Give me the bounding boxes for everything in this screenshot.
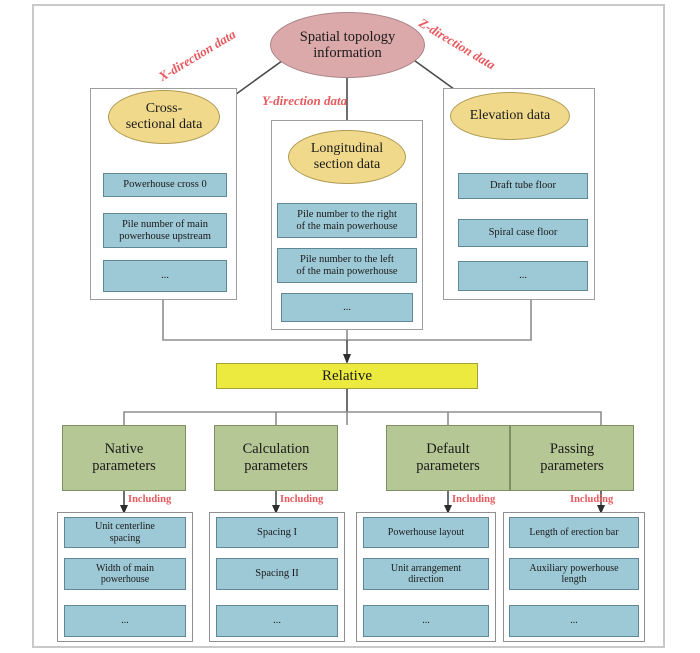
item-long-0[interactable]: Pile number to the right of the main pow… <box>277 203 417 238</box>
item-elev-0[interactable]: Draft tube floor <box>458 173 588 199</box>
root-node-label: Spatial topology information <box>299 28 396 61</box>
item-default-2[interactable]: ... <box>363 605 489 637</box>
edge-label-y-direction: Y-direction data <box>262 93 348 108</box>
item-passing-1[interactable]: Auxiliary powerhouse length <box>509 558 639 590</box>
item-label: ... <box>519 270 527 282</box>
item-passing-2[interactable]: ... <box>509 605 639 637</box>
node-longitudinal-label: Longitudinal section data <box>310 141 384 172</box>
item-label: ... <box>273 615 281 627</box>
item-label: Spacing I <box>257 526 297 538</box>
item-label: Spiral case floor <box>488 227 558 239</box>
item-calc-2[interactable]: ... <box>216 605 338 637</box>
item-default-0[interactable]: Powerhouse layout <box>363 517 489 548</box>
item-label: ... <box>161 270 169 282</box>
node-label: Default parameters <box>416 441 480 474</box>
item-label: Length of erection bar <box>529 526 619 538</box>
node-relative[interactable]: Relative <box>216 363 478 389</box>
item-label: Pile number of main powerhouse upstream <box>119 218 211 242</box>
item-elev-2[interactable]: ... <box>458 261 588 291</box>
item-cross-1[interactable]: Pile number of main powerhouse upstream <box>103 213 227 248</box>
node-default-parameters[interactable]: Default parameters <box>386 425 510 491</box>
item-elev-1[interactable]: Spiral case floor <box>458 219 588 247</box>
node-calculation-parameters[interactable]: Calculation parameters <box>214 425 338 491</box>
item-label: Width of main powerhouse <box>96 562 154 585</box>
item-default-1[interactable]: Unit arrangement direction <box>363 558 489 590</box>
item-native-0[interactable]: Unit centerline spacing <box>64 517 186 548</box>
item-label: Draft tube floor <box>490 180 556 192</box>
item-label: Powerhouse layout <box>387 526 465 538</box>
item-label: ... <box>570 615 578 627</box>
node-label: Native parameters <box>92 441 156 474</box>
item-long-1[interactable]: Pile number to the left of the main powe… <box>277 248 417 283</box>
item-long-2[interactable]: ... <box>281 293 413 322</box>
item-label: Unit centerline spacing <box>95 521 155 544</box>
node-cross-sectional-data[interactable]: Cross- sectional data <box>108 90 220 144</box>
edge-label-including-0: Including <box>128 494 172 505</box>
item-label: Unit arrangement direction <box>390 562 462 585</box>
edge-label-including-2: Including <box>452 494 496 505</box>
node-native-parameters[interactable]: Native parameters <box>62 425 186 491</box>
node-label: Passing parameters <box>540 441 604 474</box>
node-label: Calculation parameters <box>242 441 310 474</box>
item-label: Powerhouse cross 0 <box>123 179 207 191</box>
node-passing-parameters[interactable]: Passing parameters <box>510 425 634 491</box>
item-cross-0[interactable]: Powerhouse cross 0 <box>103 173 227 197</box>
node-elevation-label: Elevation data <box>469 108 551 124</box>
item-passing-0[interactable]: Length of erection bar <box>509 517 639 548</box>
node-relative-label: Relative <box>322 367 372 384</box>
item-label: Spacing II <box>255 568 299 580</box>
item-label: ... <box>422 615 430 627</box>
item-calc-1[interactable]: Spacing II <box>216 558 338 590</box>
node-longitudinal-section-data[interactable]: Longitudinal section data <box>288 130 406 184</box>
edge-label-including-3: Including <box>570 494 614 505</box>
item-native-2[interactable]: ... <box>64 605 186 637</box>
item-native-1[interactable]: Width of main powerhouse <box>64 558 186 590</box>
item-label: Pile number to the right of the main pow… <box>296 208 398 232</box>
root-node-spatial-topology[interactable]: Spatial topology information <box>270 12 425 78</box>
node-elevation-data[interactable]: Elevation data <box>450 92 570 140</box>
edge-label-including-1: Including <box>280 494 324 505</box>
item-calc-0[interactable]: Spacing I <box>216 517 338 548</box>
item-label: ... <box>343 301 351 313</box>
item-label: Pile number to the left of the main powe… <box>296 253 398 277</box>
item-label: Auxiliary powerhouse length <box>529 562 619 585</box>
item-label: ... <box>121 615 129 627</box>
item-cross-2[interactable]: ... <box>103 260 227 292</box>
node-cross-sectional-label: Cross- sectional data <box>125 101 203 132</box>
